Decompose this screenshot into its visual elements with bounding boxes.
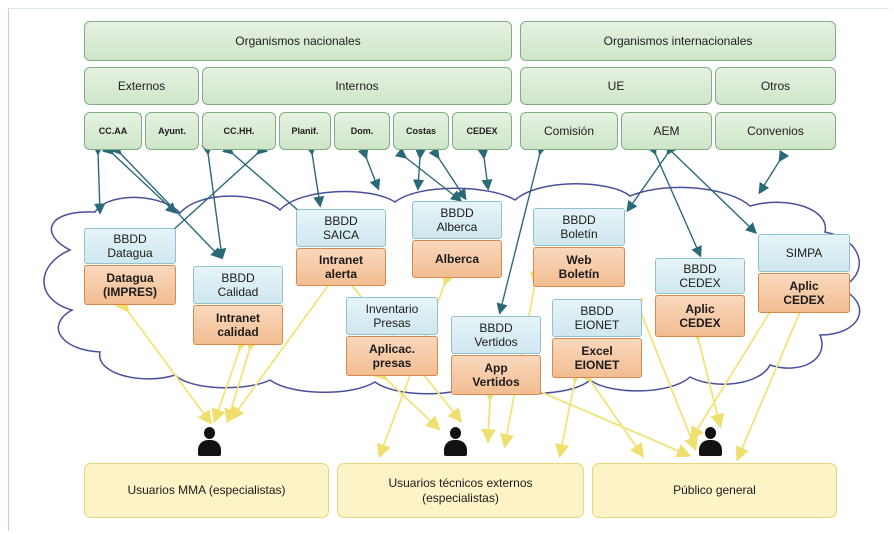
org-costas: Costas [393,112,449,150]
org-convenios: Convenios [715,112,836,150]
group-internos: Internos [202,67,512,105]
users-publico-general: Público general [592,463,837,518]
db-inventario-presas: Inventario Presas [346,297,438,335]
group-ue: UE [520,67,712,105]
app-intranet-calidad: Intranet calidad [193,305,283,345]
app-aplicac-presas: Aplicac. presas [346,336,438,376]
org-ccaa: CC.AA [84,112,142,150]
db-simpa: SIMPA [758,234,850,272]
user-icon [442,427,468,457]
app-intranet-alerta: Intranet alerta [296,248,386,286]
org-ayunt: Ayunt. [145,112,199,150]
db-eionet: BBDD EIONET [552,299,642,337]
app-alberca: Alberca [412,240,502,278]
app-excel-eionet: Excel EIONET [552,338,642,378]
org-db-arrows [92,140,790,315]
user-icon [196,427,222,457]
org-cchh: CC.HH. [202,112,276,150]
org-comision: Comisión [520,112,618,150]
app-aplic-cedex-simpa: Aplic CEDEX [758,273,850,313]
org-dom: Dom. [334,112,390,150]
org-planif: Planif. [279,112,331,150]
user-icon [697,427,723,457]
group-otros: Otros [715,67,836,105]
header-organismos-nacionales: Organismos nacionales [84,21,512,61]
db-datagua: BBDD Datagua [84,228,176,264]
app-web-boletin: Web Boletín [533,247,625,287]
app-aplic-cedex: Aplic CEDEX [655,295,745,337]
db-alberca: BBDD Alberca [412,201,502,239]
users-mma: Usuarios MMA (especialistas) [84,463,329,518]
app-vertidos: App Vertidos [451,355,541,395]
header-organismos-internacionales: Organismos internacionales [520,21,836,61]
db-boletin: BBDD Boletín [533,208,625,246]
users-tecnicos-externos: Usuarios técnicos externos (especialista… [337,463,584,518]
group-externos: Externos [84,67,199,105]
org-cedex: CEDEX [452,112,512,150]
db-cedex: BBDD CEDEX [655,258,745,294]
org-aem: AEM [621,112,712,150]
db-saica: BBDD SAICA [296,209,386,247]
figure-frame [8,8,889,531]
db-calidad: BBDD Calidad [193,266,283,304]
app-datagua-impres: Datagua (IMPRES) [84,265,176,305]
db-vertidos: BBDD Vertidos [451,316,541,354]
